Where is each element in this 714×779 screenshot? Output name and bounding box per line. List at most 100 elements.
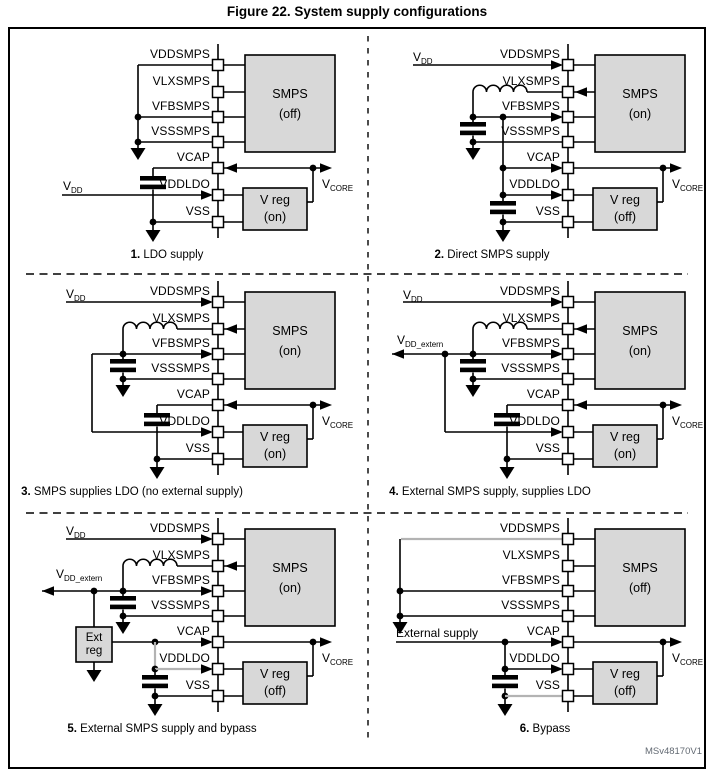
smps-box-label: SMPS (on) [245,292,335,389]
vreg-box-label: V reg (off) [593,188,657,230]
smps-state: (on) [278,343,302,358]
pin-label-vddldo: VDDLDO [159,651,210,665]
vreg-box-title: V reg [260,193,290,207]
figure-watermark: MSv48170V1 [644,746,702,757]
vreg-box-label: V reg (off) [243,662,307,704]
vreg-box-title: V reg [610,430,640,444]
pin-label-vsssmps: VSSSMPS [501,361,560,375]
pin-label-vddldo: VDDLDO [509,651,560,665]
vreg-state: (on) [613,447,637,461]
pin-label-vsssmps: VSSSMPS [501,598,560,612]
smps-state: (on) [278,580,302,595]
smps-box-label: SMPS (off) [245,55,335,152]
smps-state: (off) [279,106,301,121]
vcore-label: VCORE [322,414,354,431]
vreg-box-label: V reg (on) [593,425,657,467]
vdd-label: VDD [403,288,423,305]
pin-label-vfbsmps: VFBSMPS [151,336,210,350]
vdd-label: VDD [63,179,83,196]
pin-label-vss: VSS [535,441,560,455]
panel-caption: 1. LDO supply [130,249,204,261]
vreg-state: (on) [263,210,287,224]
pin-label-vlxsmps: VLXSMPS [152,548,210,562]
pin-label-vfbsmps: VFBSMPS [501,573,560,587]
vreg-state: (off) [614,684,636,698]
pin-label-vss: VSS [185,204,210,218]
pin-label-vsssmps: VSSSMPS [151,598,210,612]
smps-box-title: SMPS [622,323,658,338]
smps-box-label: SMPS (on) [245,529,335,626]
pin-label-vddsmps: VDDSMPS [149,521,210,535]
panel-circuit-5 [42,518,336,716]
pin-label-vddldo: VDDLDO [509,177,560,191]
vcore-label: VCORE [322,177,354,194]
pin-label-vddldo: VDDLDO [159,414,210,428]
vreg-box-title: V reg [610,667,640,681]
panel-caption: 5. External SMPS supply and bypass [67,723,257,735]
panel-caption: 6. Bypass [519,723,571,735]
pin-label-vcap: VCAP [176,387,210,401]
vreg-box-label: V reg (on) [243,425,307,467]
pin-label-vddldo: VDDLDO [509,414,560,428]
panel-caption: 2. Direct SMPS supply [434,249,550,261]
pin-label-vsssmps: VSSSMPS [151,124,210,138]
vreg-state: (off) [614,210,636,224]
ext-reg-line2: reg [85,644,103,657]
panel-circuit-4 [392,281,686,479]
vdd-extern-label: VDD_extern [397,333,444,350]
vdd-extern-label: VDD_extern [56,567,103,584]
pin-label-vss: VSS [185,441,210,455]
pin-label-vsssmps: VSSSMPS [501,124,560,138]
vreg-box-label: V reg (off) [593,662,657,704]
pin-label-vss: VSS [535,204,560,218]
pin-label-vlxsmps: VLXSMPS [152,74,210,88]
figure-frame [8,27,706,769]
vreg-state: (off) [264,684,286,698]
smps-box-title: SMPS [272,560,308,575]
pin-label-vddsmps: VDDSMPS [149,47,210,61]
panel-caption: 4. External SMPS supply, supplies LDO [389,486,591,498]
pin-label-vcap: VCAP [176,150,210,164]
pin-label-vddsmps: VDDSMPS [499,521,560,535]
pin-label-vlxsmps: VLXSMPS [152,311,210,325]
pin-label-vfbsmps: VFBSMPS [151,99,210,113]
pin-label-vfbsmps: VFBSMPS [151,573,210,587]
vdd-label: VDD [413,50,433,67]
smps-box-title: SMPS [272,323,308,338]
pin-label-vlxsmps: VLXSMPS [502,311,560,325]
smps-state: (on) [628,106,652,121]
pin-label-vfbsmps: VFBSMPS [501,336,560,350]
vreg-box-title: V reg [260,667,290,681]
vdd-label: VDD [66,287,86,304]
smps-box-title: SMPS [272,86,308,101]
panel-circuit-2 [413,44,686,242]
vreg-state: (on) [263,447,287,461]
pin-label-vddldo: VDDLDO [159,177,210,191]
smps-box-label: SMPS (on) [595,292,685,389]
smps-state: (on) [628,343,652,358]
figure-title: Figure 22. System supply configurations [226,4,488,19]
smps-box-title: SMPS [622,560,658,575]
vdd-label: VDD [66,524,86,541]
pin-label-vss: VSS [185,678,210,692]
pin-label-vcap: VCAP [526,387,560,401]
panel-circuit-1 [62,44,336,242]
pin-label-vddsmps: VDDSMPS [499,284,560,298]
pin-label-vddsmps: VDDSMPS [149,284,210,298]
vcore-label: VCORE [672,177,704,194]
pin-label-vddsmps: VDDSMPS [499,47,560,61]
vreg-box-title: V reg [260,430,290,444]
panel-circuit-3 [66,281,336,479]
panel-circuit-6 [392,518,686,716]
vcore-label: VCORE [672,414,704,431]
smps-box-title: SMPS [622,86,658,101]
vreg-box-title: V reg [610,193,640,207]
pin-label-vcap: VCAP [526,624,560,638]
